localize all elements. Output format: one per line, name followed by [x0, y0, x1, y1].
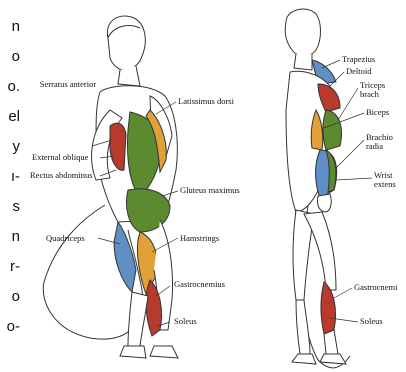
label-gluteus-maximus: Gluteus maximus — [180, 186, 240, 195]
left-feet — [120, 346, 146, 358]
label-soleus-left: Soleus — [174, 317, 197, 326]
label-external-oblique: External oblique — [32, 153, 88, 162]
label-quadriceps: Quadriceps — [46, 234, 85, 243]
label-gastrocnemius-right: Gastrocnemi — [354, 283, 397, 292]
label-latissimus-dorsi: Latissimus dorsi — [178, 97, 234, 106]
left-quadriceps-muscle — [114, 222, 136, 292]
label-wrist: Wrist extens — [374, 171, 406, 189]
left-figure — [92, 16, 178, 358]
label-hamstrings: Hamstrings — [180, 234, 219, 243]
right-head — [285, 9, 320, 56]
right-feet — [292, 354, 316, 364]
left-head — [107, 16, 145, 70]
label-soleus-right: Soleus — [360, 317, 383, 326]
label-deltoid: Deltoid — [346, 67, 372, 76]
label-brachio: Brachio radia — [366, 133, 406, 151]
right-figure — [285, 9, 346, 364]
label-gastrocnemius-left: Gastrocnemius — [174, 280, 225, 289]
label-biceps: Biceps — [366, 108, 389, 117]
jump-rope-left — [43, 280, 142, 339]
label-rectus-abdominus: Rectus abdominus — [30, 171, 93, 180]
label-triceps: Triceps brach — [360, 81, 406, 99]
label-trapezius: Trapezius — [342, 55, 375, 64]
label-serratus-anterior: Serratus anterior — [38, 80, 98, 89]
right-triceps-muscle — [323, 110, 341, 150]
